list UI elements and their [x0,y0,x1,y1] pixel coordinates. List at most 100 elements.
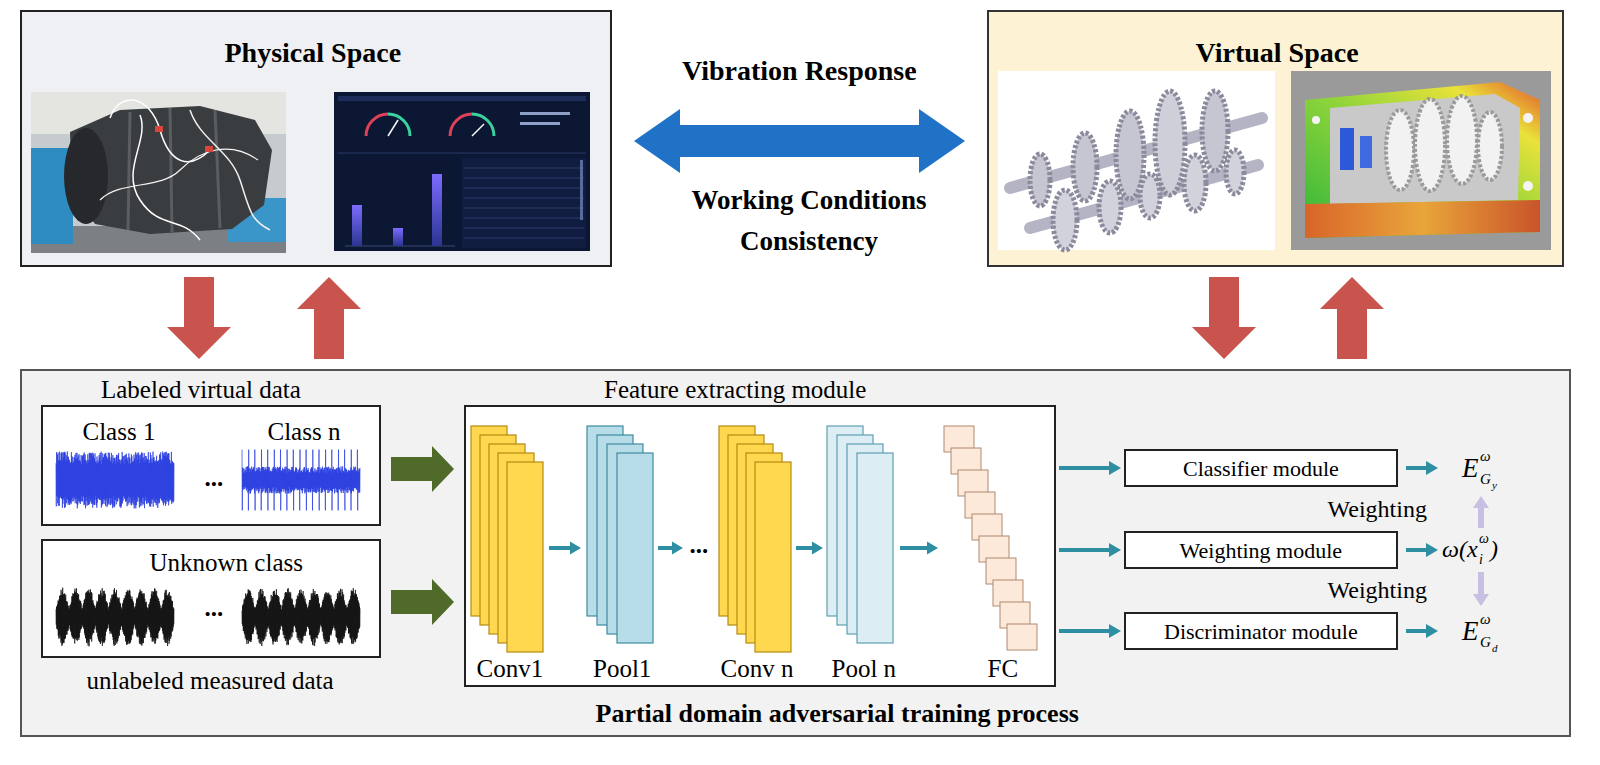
sensor [205,146,213,152]
gear [1073,133,1097,201]
sensor-wire [133,115,200,240]
node-label: Class n [268,418,341,447]
gear [1099,181,1121,233]
layer-plate [719,426,755,616]
data-box: Labeled virtual dataClass 1...Class n [41,405,381,526]
layer-plate [617,453,653,643]
sensor-wire [100,149,258,200]
fc-unit [951,448,981,474]
sensor-wire [110,100,210,162]
layer-plate [857,453,893,643]
fc-unit [1007,624,1037,650]
housing-rib [215,110,220,228]
node-label: Physical Space [225,37,402,69]
table-row [464,178,584,179]
waveform [56,452,174,509]
layer-plate [837,435,873,625]
node-label: Unknown class [150,549,303,578]
annotation-label: E [1462,616,1479,647]
gear [1202,91,1228,171]
output-arrow [1406,543,1438,557]
scroll-bar [580,160,583,220]
coupling [1340,128,1354,170]
space-panel: Virtual Space [987,10,1564,267]
fc-unit [944,426,974,452]
test-bench [31,148,73,244]
gear [1478,112,1502,180]
node-label: Pool1 [593,655,651,684]
contour-image-background [1291,71,1551,250]
connector-arrow [167,277,231,359]
connector-arrow [634,109,965,173]
annotation-label: ω [1480,448,1491,465]
gear [1030,154,1050,206]
table-row [464,238,584,239]
layer-plate [507,462,543,652]
node-label: ... [690,531,709,560]
gear [1447,96,1477,184]
gauge-needle [472,124,484,136]
gear [1140,174,1160,218]
waveform [56,588,174,647]
dashboard-readout [520,122,560,125]
gear-image-background [998,71,1275,250]
annotation-label: ω [1480,611,1491,628]
layer-plate [489,444,525,634]
annotation-label: ω [1479,531,1489,547]
annotation-label: Weighting [1328,577,1427,605]
fc-unit [1000,602,1030,628]
housing-cavity [1330,94,1520,204]
weighting-arrow [1473,496,1489,528]
layer-plate [847,444,883,634]
flow-arrow [796,542,823,555]
output-arrow [1406,624,1438,638]
table-row [464,218,584,219]
layer-plate [737,444,773,634]
fc-unit [979,536,1009,562]
connector-arrow [1192,277,1256,359]
flow-arrow [658,542,683,555]
node-label: Discriminator module [1164,619,1358,644]
node-label: Conv n [721,655,794,684]
table-row [464,188,584,189]
sensor [155,126,163,132]
table-area [462,158,586,248]
connector-arrow [1059,543,1121,557]
chart-bar [352,205,362,246]
node-label: Class 1 [83,418,156,447]
node-label: Conv1 [477,655,544,684]
waveform [242,588,360,646]
layer-plate [587,426,623,616]
connector-arrow [1059,461,1121,475]
bolt-hole [1523,113,1533,123]
gear [1184,155,1206,211]
gauge-arc [388,114,410,136]
gear [1415,99,1445,191]
layer-plate [480,435,516,625]
transmission-body [70,106,272,234]
annotation-label: i [1479,552,1483,568]
annotation-label: d [1492,642,1498,655]
photo-wall [31,92,286,134]
sensor-wire [190,110,270,230]
annotation-label: G [1480,634,1491,651]
flow-arrow [900,542,938,555]
gear [1226,150,1244,194]
table-row [464,168,584,169]
node-label: unlabeled measured data [87,667,334,696]
weighting-arrow [1473,572,1489,606]
gauge-arc [472,114,494,136]
gear [1155,91,1185,195]
table-row [464,208,584,209]
fc-unit [965,492,995,518]
chart-bar [432,174,442,246]
chart-bar [393,228,403,246]
node-label: Pool n [832,655,897,684]
connector-arrow [391,446,454,492]
layer-plate [827,426,863,616]
shaft [1030,165,1258,228]
annotation-label: Working Conditions Consistency [644,180,974,262]
